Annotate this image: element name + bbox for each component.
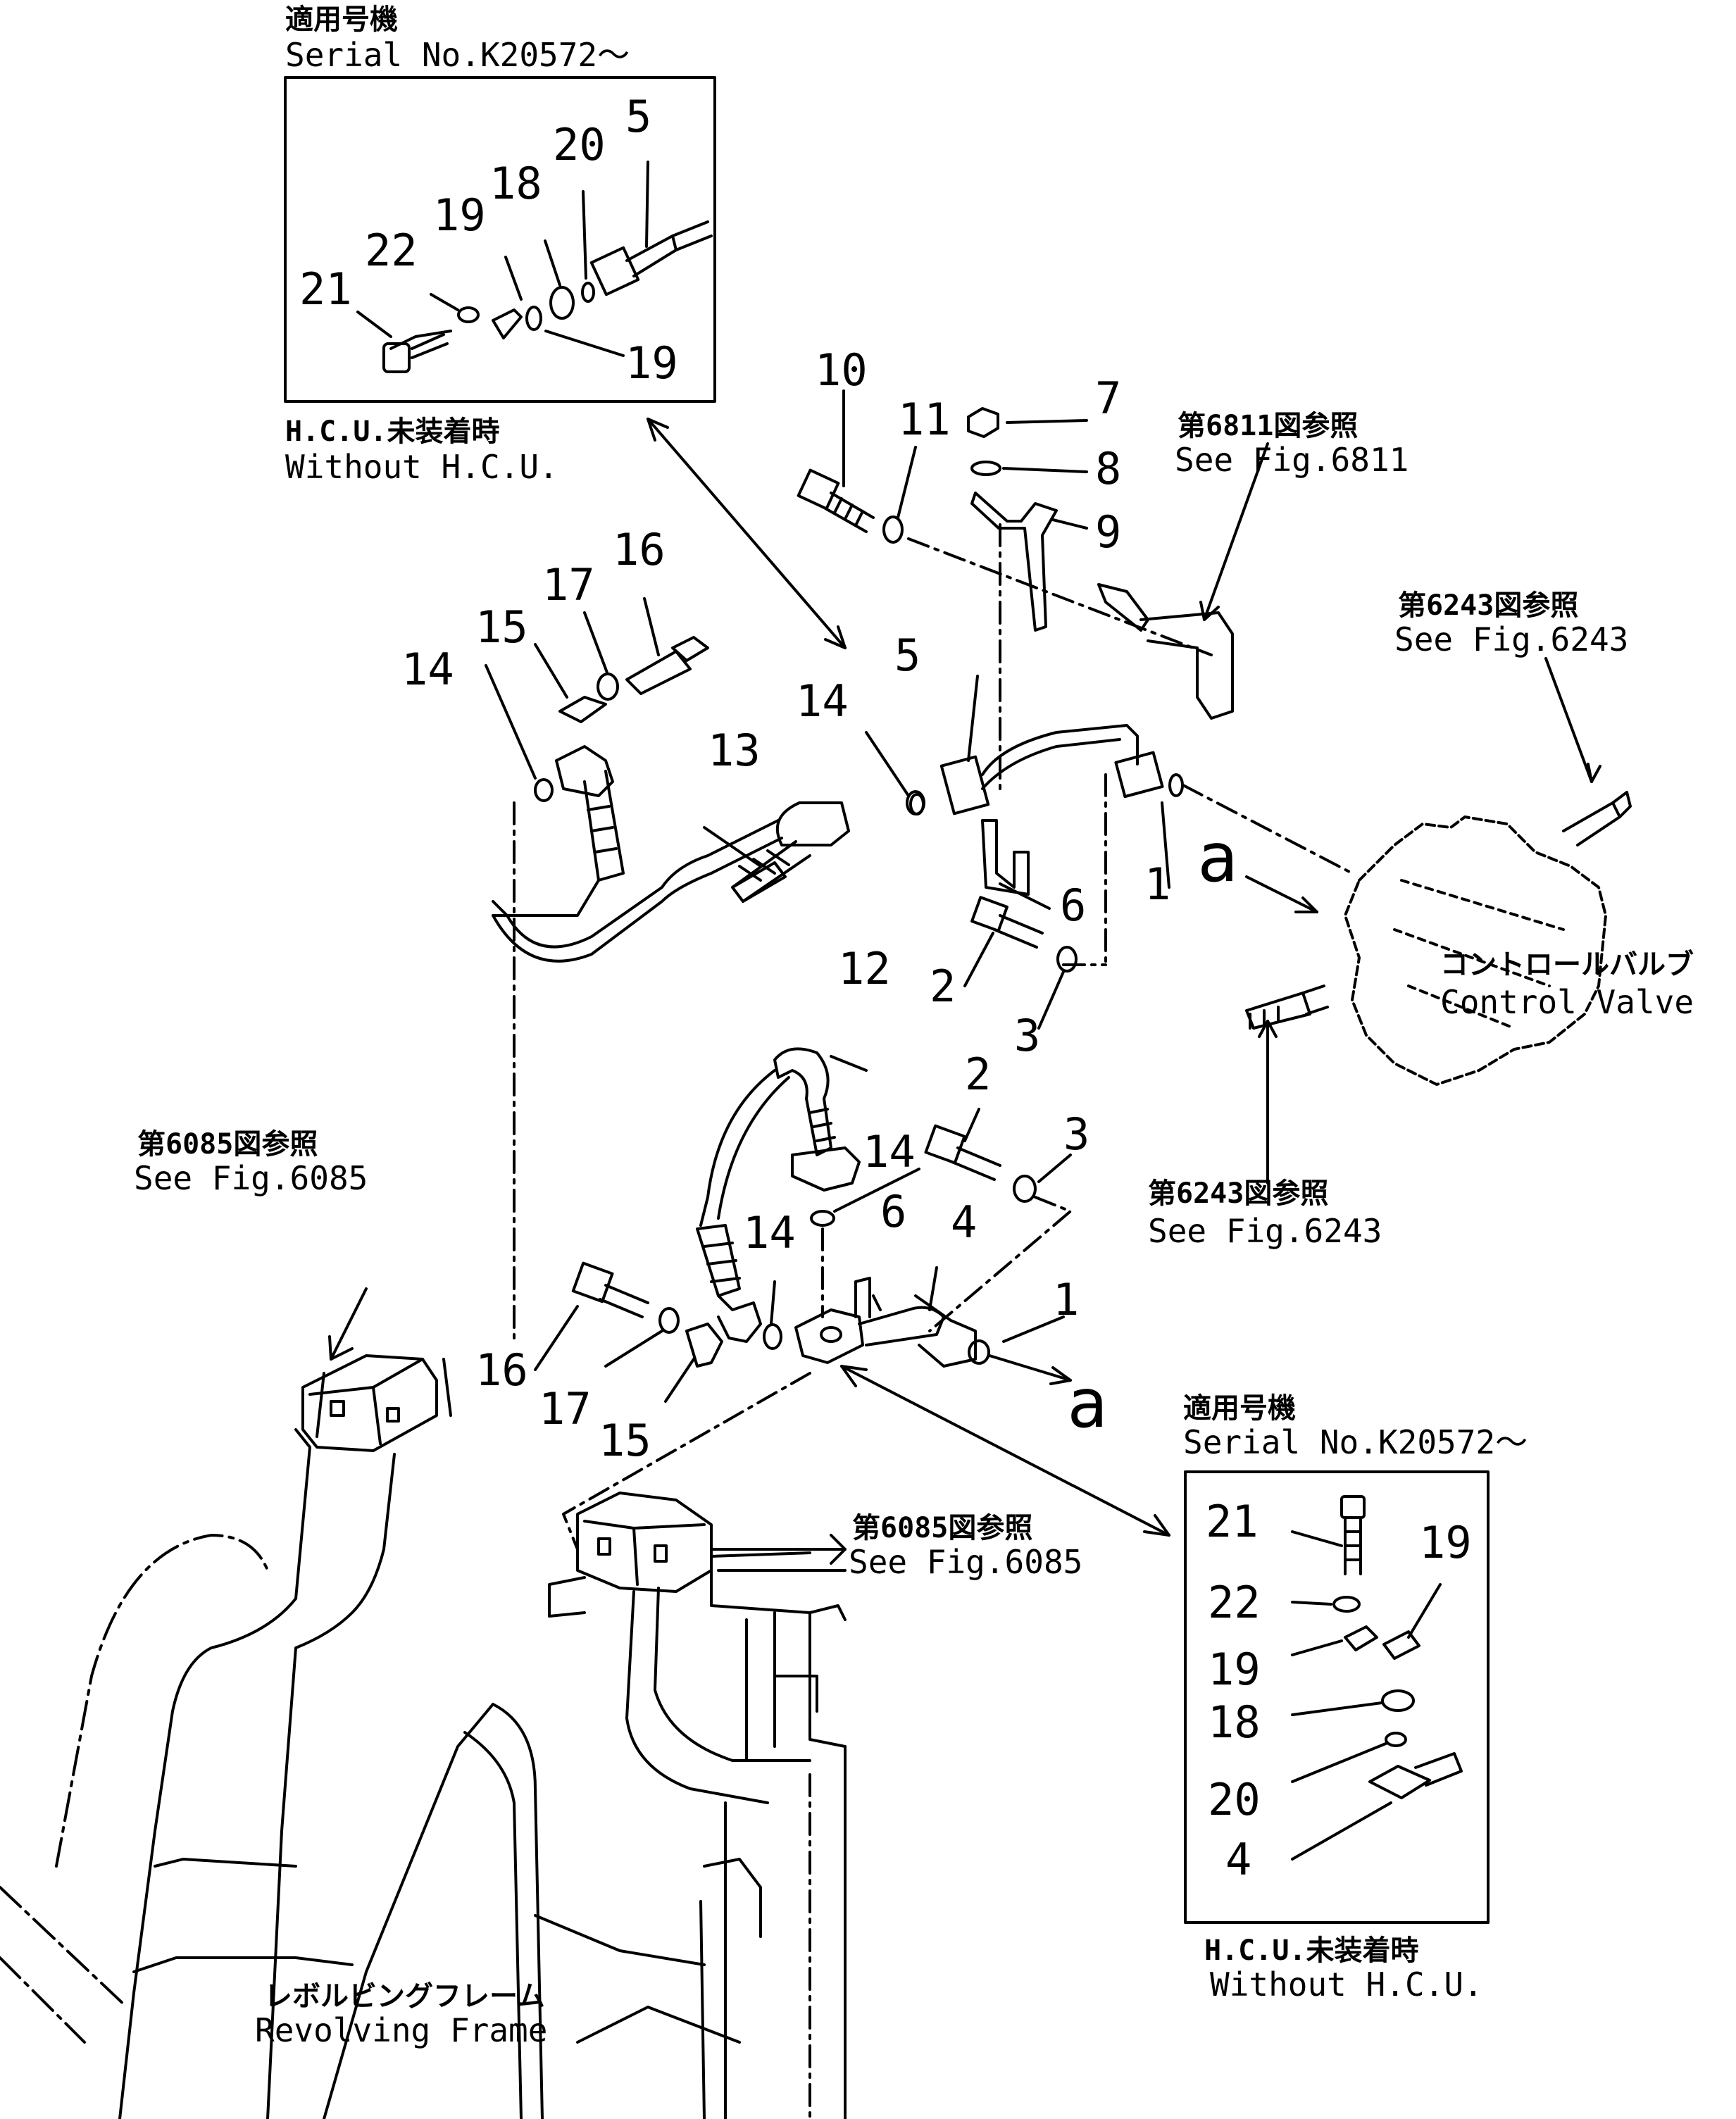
part-number-16: 16 [613,524,666,575]
part-number-19-inset-b: 19 [625,337,678,389]
inset-box-top [284,76,716,403]
see-fig-6811: See Fig.6811 [1175,441,1409,479]
part-number-4-inset-b: 4 [1225,1834,1252,1885]
inset-box-bottom [1184,1470,1490,1924]
part-number-19-inset-b1: 19 [1419,1517,1472,1568]
part-number-22-inset-b: 22 [1208,1577,1261,1628]
part-number-6-a: 6 [1060,880,1087,931]
part-number-10: 10 [815,344,868,396]
applicable-model-ja-top: 適用号機 [285,4,398,36]
part-number-9: 9 [1095,506,1122,558]
part-number-21-inset: 21 [299,263,352,315]
part-number-14-a: 14 [401,644,454,695]
callout-a-upper: a [1197,818,1238,897]
part-number-14-b: 14 [796,675,849,727]
part-number-22-inset: 22 [365,225,418,276]
inset-bottom-parts [1291,1495,1463,1861]
see-fig-6243-ja-bottom: 第6243図参照 [1148,1177,1329,1210]
part-number-21-inset-b: 21 [1206,1496,1259,1547]
control-valve-drawing [1245,657,1632,1184]
see-fig-6243-top: See Fig.6243 [1394,620,1629,658]
part-number-20-inset: 20 [553,119,606,170]
applicable-model-ja-bottom: 適用号機 [1183,1392,1296,1425]
part-number-18-inset-b: 18 [1208,1696,1261,1748]
inset-top-parts [356,161,713,373]
part-number-2-a: 2 [930,961,956,1012]
lower-assembly [534,418,1170,1551]
see-fig-6085-ja-left: 第6085図参照 [137,1128,318,1161]
part-number-13: 13 [708,725,761,776]
part-number-18-inset: 18 [489,158,542,209]
upper-assembly [485,389,1354,1339]
part-number-7: 7 [1095,373,1122,424]
part-number-15-b: 15 [599,1415,651,1466]
control-valve-ja: コントロールバルブ [1440,949,1694,981]
part-number-14-c: 14 [863,1126,916,1177]
part-number-16-b: 16 [475,1344,528,1396]
without-hcu-top: Without H.C.U. [285,448,558,486]
revolving-frame-label: Revolving Frame [255,2011,548,2049]
see-fig-6811-ja: 第6811図参照 [1178,410,1359,442]
callout-a-lower: a [1067,1364,1108,1443]
part-number-17: 17 [542,559,595,611]
revolving-frame-ja: レボルビングフレーム [264,1980,545,2013]
control-valve-label: Control Valve [1440,983,1694,1021]
revolving-frame-drawing [0,1287,847,2119]
part-number-14-d: 14 [743,1207,796,1258]
see-fig-6243-bottom: See Fig.6243 [1148,1212,1382,1250]
part-number-6-b: 6 [880,1186,907,1237]
part-number-15: 15 [475,601,528,653]
part-number-5-inset: 5 [625,91,652,142]
part-number-17-b: 17 [539,1383,592,1434]
part-number-5: 5 [894,630,921,681]
part-number-12: 12 [838,943,891,994]
part-number-11: 11 [898,394,951,445]
part-number-1-b: 1 [1053,1274,1080,1325]
part-number-1-a: 1 [1144,858,1171,910]
part-number-19-inset-a: 19 [433,189,486,241]
part-number-2-b: 2 [965,1049,992,1100]
part-number-3-b: 3 [1063,1108,1090,1160]
part-number-19-inset-b2: 19 [1208,1644,1261,1695]
part-number-20-inset-b: 20 [1208,1774,1261,1825]
see-fig-6085-left: See Fig.6085 [134,1159,368,1197]
without-hcu-ja-top: H.C.U.未装着時 [285,415,500,448]
serial-label-bottom: Serial No.K20572～ [1183,1423,1528,1461]
part-number-3-a: 3 [1014,1010,1041,1061]
see-fig-6085-right: See Fig.6085 [849,1543,1083,1581]
serial-label-top: Serial No.K20572～ [285,36,630,74]
without-hcu-ja-bottom: H.C.U.未装着時 [1204,1934,1419,1967]
see-fig-6243-ja-top: 第6243図参照 [1398,589,1579,622]
without-hcu-bottom: Without H.C.U. [1210,1965,1483,2004]
part-number-4: 4 [951,1196,978,1248]
part-number-8: 8 [1095,443,1122,494]
see-fig-6085-ja-right: 第6085図参照 [852,1512,1033,1544]
